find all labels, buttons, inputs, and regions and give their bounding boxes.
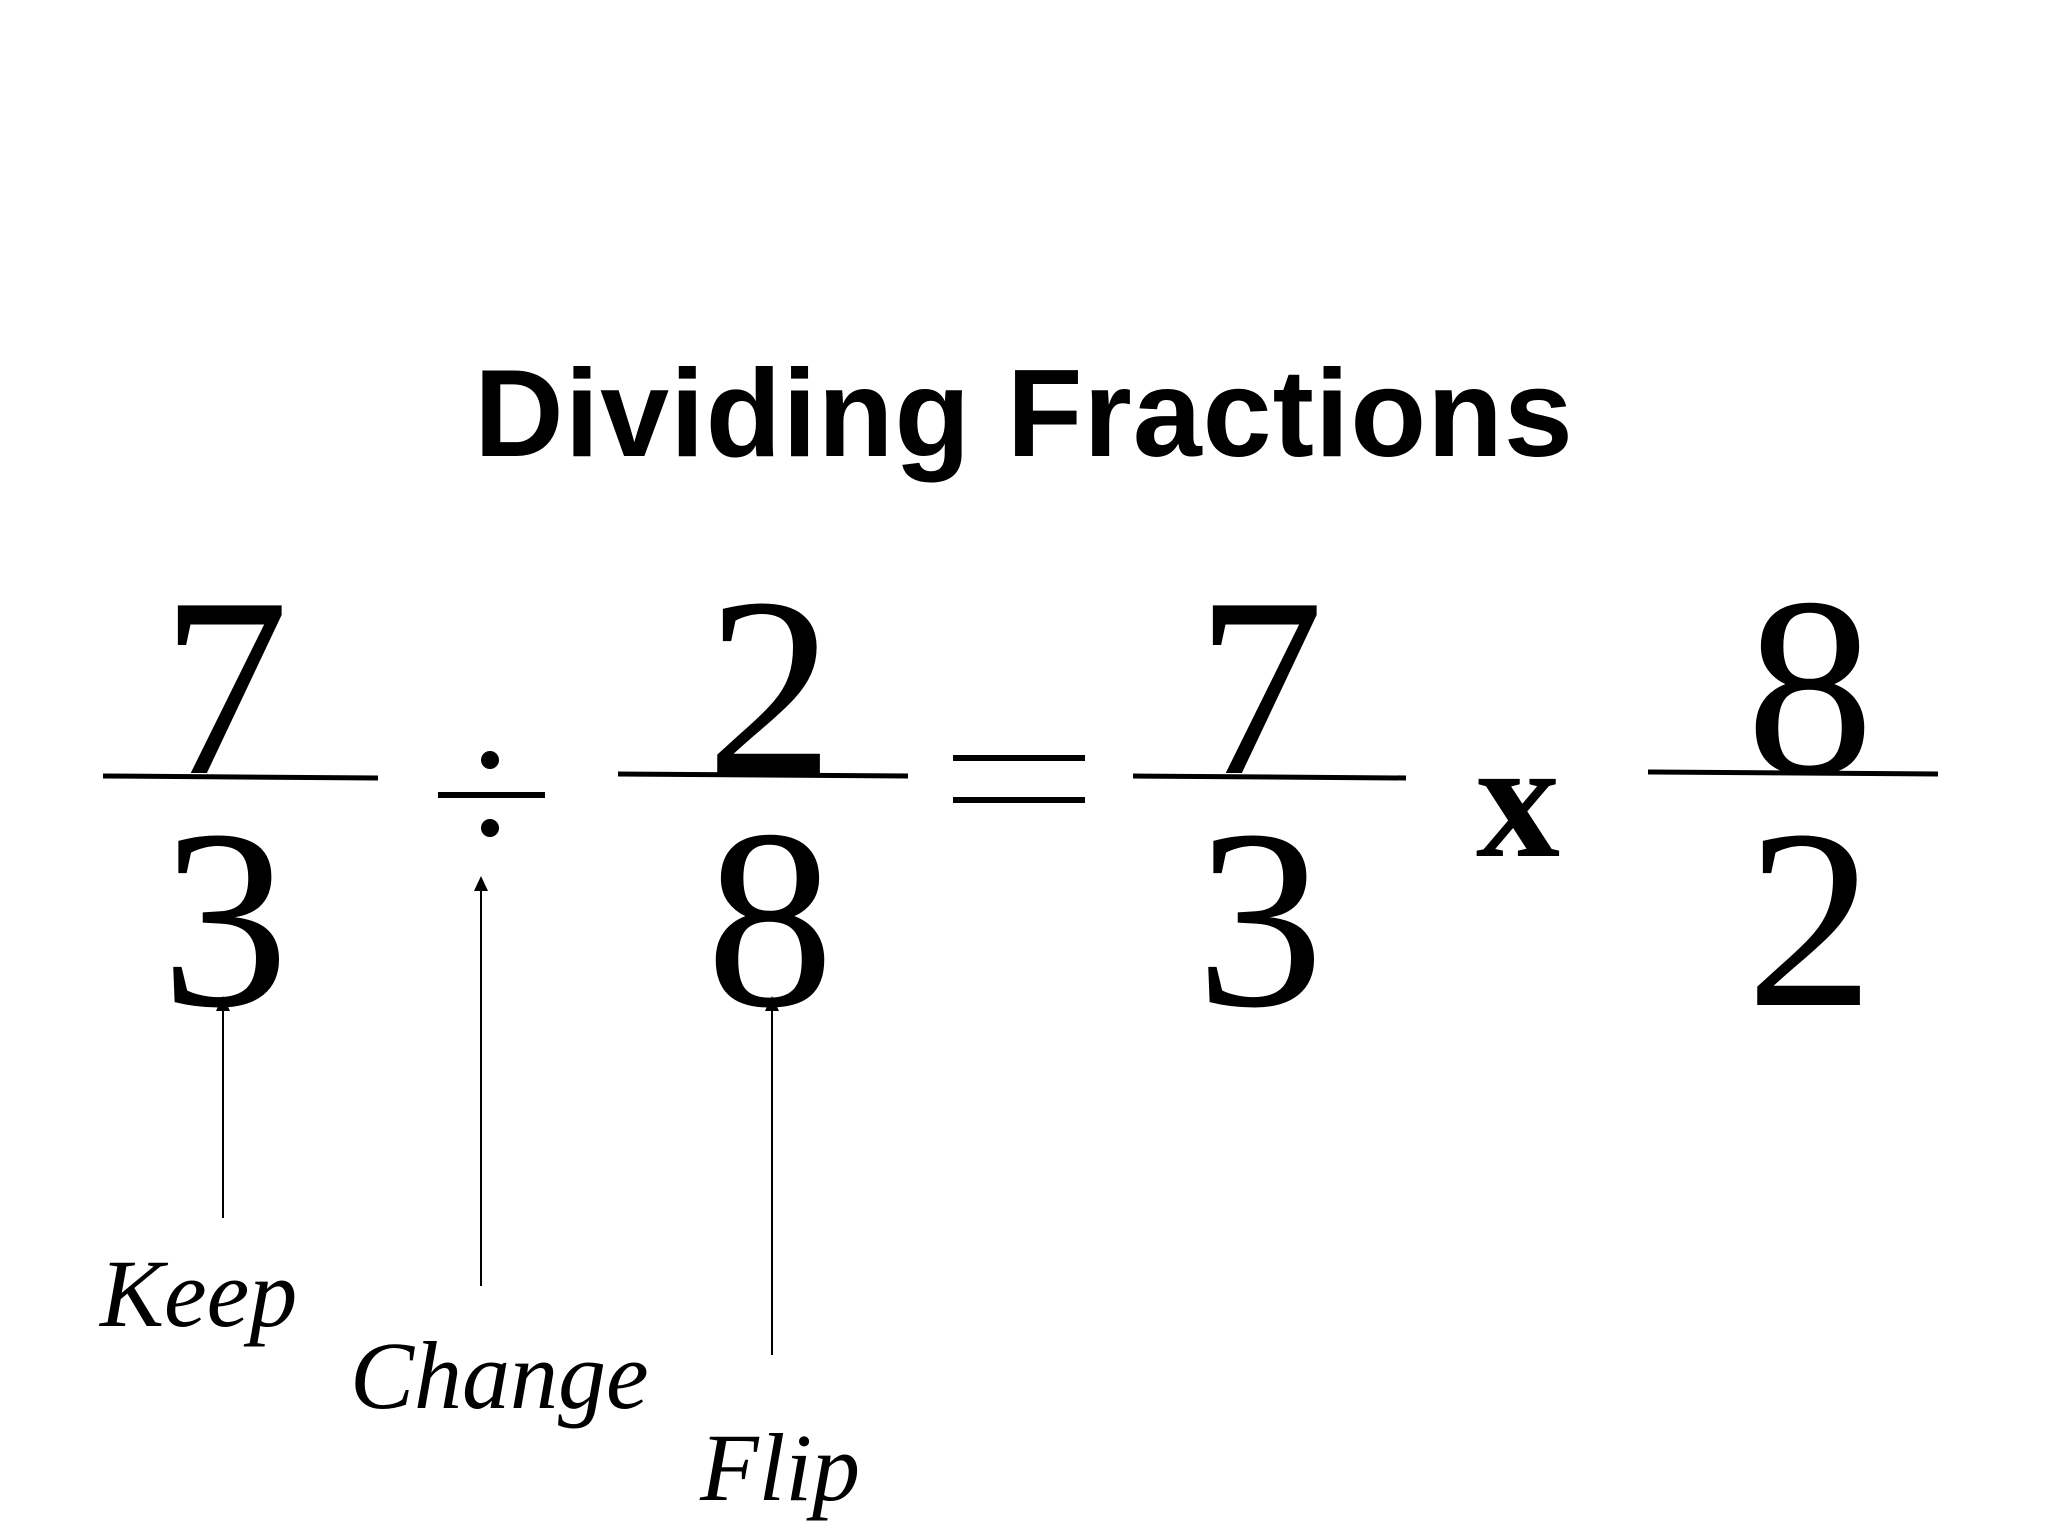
fraction-1-numerator: 7 [161,546,289,829]
keep-label: Keep [100,1240,298,1347]
flip-arrow [765,996,779,1355]
fraction-2-bar [617,771,909,779]
page-title: Dividing Fractions [474,345,1574,483]
change-label: Change [350,1322,649,1429]
fraction-1-bar [102,773,379,781]
fraction-4-denominator: 2 [1746,778,1874,1061]
fraction-4-bar [1647,769,1939,777]
flip-label: Flip [700,1414,860,1521]
fraction-3-numerator: 7 [1196,546,1324,829]
multiply-operator: x [1476,707,1560,893]
equals-sign [953,755,1085,803]
fraction-3-denominator: 3 [1196,778,1324,1061]
keep-arrow [216,996,230,1218]
change-arrow [474,876,488,1286]
fraction-3-bar [1132,773,1407,781]
divide-sign [438,751,545,837]
